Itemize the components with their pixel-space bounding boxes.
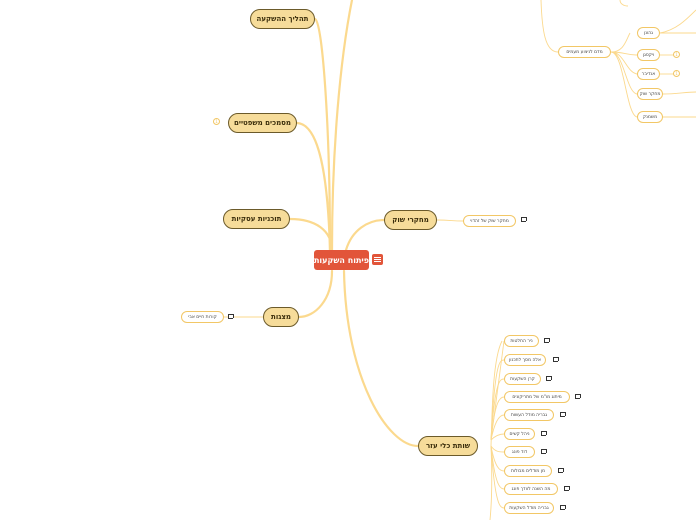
external-link-icon[interactable] — [228, 313, 234, 319]
external-link-icon[interactable] — [541, 430, 547, 436]
subtopic-item[interactable]: משמנק — [637, 111, 663, 123]
subtopic-resume[interactable]: קורות חיים אבי — [181, 311, 224, 323]
external-link-icon[interactable] — [546, 375, 552, 381]
tool-item[interactable]: קרן השקעות — [504, 373, 541, 385]
external-link-icon[interactable] — [560, 411, 566, 417]
topic-business-plans[interactable]: תוכניות עסקיות — [223, 209, 290, 229]
external-link-icon[interactable] — [544, 337, 550, 343]
external-link-icon[interactable] — [553, 356, 559, 362]
subtopic-market-research-item[interactable]: מחקר שוק של זהדוי — [463, 215, 516, 227]
subtopic-item[interactable]: גהונן — [637, 27, 660, 39]
collapse-indicator-icon[interactable]: 1 — [673, 51, 680, 58]
topic-investment-process[interactable]: תהליך ההשקעה — [250, 9, 315, 29]
subtopic-item[interactable]: אנדיבר — [637, 68, 660, 80]
external-link-icon[interactable] — [541, 448, 547, 454]
subtopic-item[interactable]: ויקסגן — [637, 49, 660, 61]
root-node[interactable]: פיתוח השקעות — [314, 250, 369, 270]
tool-item[interactable]: מה השנה לוודך פונג — [504, 483, 558, 495]
menu-icon[interactable] — [372, 254, 383, 265]
subtopic-hub[interactable]: מדם לניצוע מעמים — [558, 46, 611, 58]
collapse-indicator-icon[interactable]: 1 — [213, 118, 220, 125]
tool-item[interactable]: אלה מסך לתכנון — [504, 354, 546, 366]
collapse-indicator-icon[interactable]: 1 — [673, 70, 680, 77]
topic-tools[interactable]: שותת כלי עזר — [418, 436, 478, 456]
external-link-icon[interactable] — [558, 467, 564, 473]
subtopic-item[interactable]: מחקר שוק — [637, 88, 663, 100]
tool-item[interactable]: ניהל קשים — [504, 428, 535, 440]
external-link-icon[interactable] — [521, 216, 527, 222]
topic-market-research[interactable]: מחקרי שוק — [384, 210, 437, 230]
external-link-icon[interactable] — [564, 485, 570, 491]
tool-item[interactable]: ניר החלטות — [504, 335, 539, 347]
tool-item[interactable]: מיתוג מו"מ של מתריקונים — [504, 391, 570, 403]
tool-item[interactable]: גבריה מודל השקעות — [504, 502, 554, 514]
tool-item[interactable]: גבריה מודל העשות — [504, 409, 554, 421]
topic-presentations[interactable]: מצגות — [263, 307, 299, 327]
topic-legal-documents[interactable]: מסמכים משפטיים — [228, 113, 297, 133]
external-link-icon[interactable] — [560, 504, 566, 510]
tool-item[interactable]: דוד פונג — [504, 446, 535, 458]
tool-item[interactable]: מן מודלים מבולות — [504, 465, 552, 477]
external-link-icon[interactable] — [575, 393, 581, 399]
